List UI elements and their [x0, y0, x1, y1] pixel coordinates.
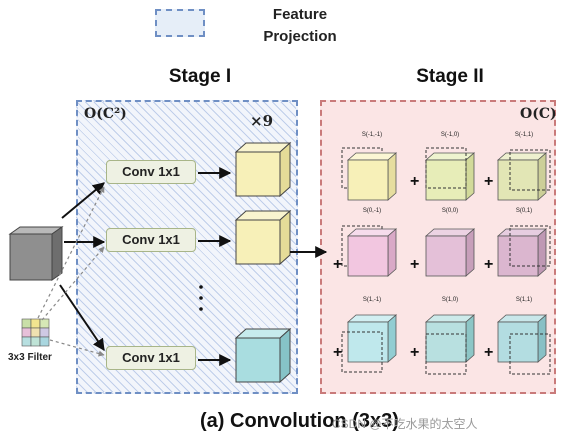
plus-sign: + — [410, 256, 420, 273]
shift-cube-r2c2 — [424, 228, 476, 277]
filter-grid-icon — [21, 318, 50, 347]
conv-1x1-box-2: Conv 1x1 — [106, 228, 196, 252]
plus-sign: + — [333, 344, 343, 361]
shift-label: S(1,0) — [441, 297, 459, 303]
shift-label: S(-1,0) — [440, 132, 460, 138]
shift-cube-r3c3 — [496, 314, 551, 375]
shift-cube-r1c1 — [341, 147, 398, 201]
shift-label: S(0,-1) — [362, 208, 382, 214]
ellipsis-dot — [199, 285, 203, 289]
shift-cube-r1c2 — [424, 147, 476, 201]
plus-sign: + — [484, 344, 494, 361]
repeat-9-label: ×9 — [250, 112, 274, 130]
shift-cube-r1c3 — [496, 149, 551, 201]
shift-cube-r3c1 — [341, 314, 398, 373]
stage-1-title: Stage I — [168, 66, 232, 87]
shift-cube-r2c1 — [341, 225, 398, 277]
plus-sign: + — [410, 344, 420, 361]
filter-arrow-1 — [37, 186, 105, 319]
shift-label: S(-1,-1) — [361, 132, 383, 138]
conv-1x1-box-1: Conv 1x1 — [106, 160, 196, 184]
shift-label: S(1,1) — [515, 297, 533, 303]
filter-arrow-2 — [41, 246, 105, 321]
plus-sign: + — [484, 173, 494, 190]
ellipsis-dot — [199, 307, 203, 311]
shift-cube-r2c3 — [496, 225, 551, 277]
ellipsis-dot — [199, 296, 203, 300]
plus-sign: + — [484, 256, 494, 273]
legend-line-2: Projection — [263, 28, 337, 45]
input-feature-cube — [8, 226, 64, 281]
figure-caption: (a) Convolution (3x3) — [200, 410, 399, 432]
shift-label: S(-1,1) — [514, 132, 534, 138]
stage-1-cube-3 — [234, 327, 292, 384]
stage-1-complexity: O(C²) — [84, 106, 127, 122]
plus-sign: + — [410, 173, 420, 190]
plus-sign: + — [333, 256, 343, 273]
shift-label: S(0,0) — [441, 208, 459, 214]
stage-2-complexity: O(C) — [520, 106, 557, 122]
arrow-to-conv-3 — [59, 284, 105, 351]
conv-1x1-box-3: Conv 1x1 — [106, 346, 196, 370]
stage-1-cube-2 — [234, 209, 292, 266]
legend-line-1: Feature — [272, 6, 328, 23]
stage-2-title: Stage II — [416, 66, 484, 87]
stage-1-cube-1 — [234, 141, 292, 198]
watermark: CSDN @不吃水果的太空人 — [332, 417, 478, 431]
shift-label: S(1,-1) — [362, 297, 382, 303]
legend-label: Feature Projection — [240, 4, 360, 48]
filter-label: 3x3 Filter — [8, 352, 52, 363]
arrow-to-conv-1 — [61, 182, 105, 219]
shift-label: S(0,1) — [515, 208, 533, 214]
shift-cube-r3c2 — [424, 314, 476, 375]
feature-projection-swatch — [155, 9, 205, 37]
filter-arrow-3 — [49, 339, 105, 357]
